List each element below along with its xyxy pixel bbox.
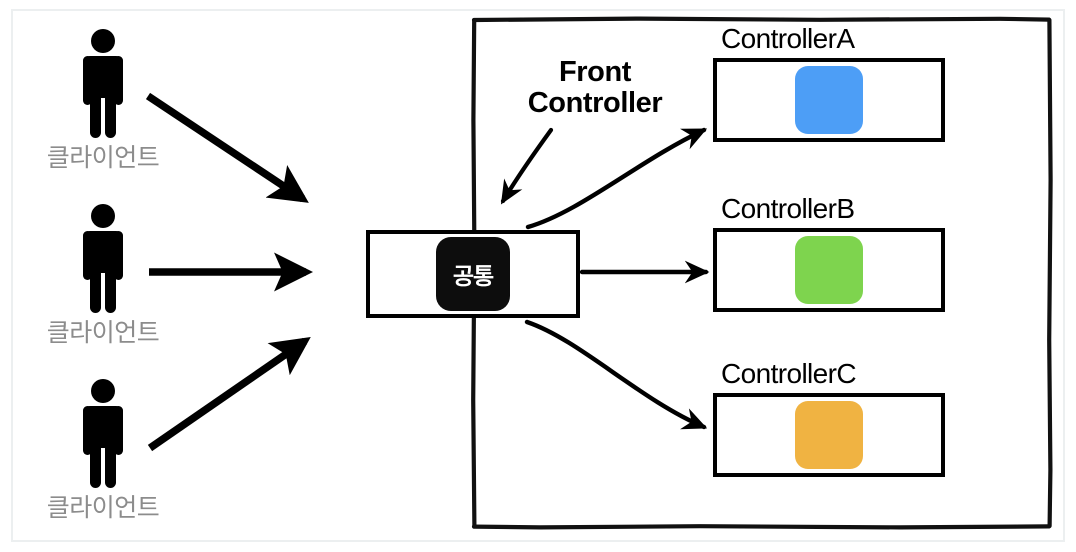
client-3: 클라이언트 <box>18 378 188 520</box>
client3-to-common-arrow <box>147 337 311 452</box>
controller-c: ControllerC <box>713 360 945 477</box>
controller-b-chip <box>795 236 863 304</box>
client-label: 클라이언트 <box>46 143 160 172</box>
client-2: 클라이언트 <box>18 203 188 345</box>
controller-a: ControllerA <box>713 25 945 142</box>
common-to-controllerC-arrow <box>524 319 708 430</box>
front-controller-label: Front Controller <box>500 56 690 120</box>
common-box[interactable]: 공통 <box>366 230 580 318</box>
client-label: 클라이언트 <box>46 318 160 347</box>
front-controller-label-line2: Controller <box>527 87 663 120</box>
controller-b-title: ControllerB <box>721 193 855 224</box>
front-controller-pointer-arrow <box>500 127 554 205</box>
front-controller-label-line1: Front <box>558 56 632 88</box>
person-icon <box>83 379 123 488</box>
controller-c-box[interactable] <box>713 393 945 477</box>
client1-to-common-arrow <box>145 92 309 203</box>
controller-c-chip <box>795 401 863 469</box>
person-icon <box>83 204 123 313</box>
front-controller-container-border <box>471 16 1053 530</box>
controller-a-title: ControllerA <box>721 23 855 54</box>
common-to-controllerA-arrow <box>525 127 708 230</box>
controller-b-box[interactable] <box>713 228 945 312</box>
client-label: 클라이언트 <box>46 493 160 522</box>
controller-a-box[interactable] <box>713 58 945 142</box>
client-1: 클라이언트 <box>18 28 188 170</box>
person-icon <box>83 29 123 138</box>
common-chip: 공통 <box>436 237 510 311</box>
controller-b: ControllerB <box>713 195 945 312</box>
controller-a-chip <box>795 66 863 134</box>
controller-c-title: ControllerC <box>721 358 857 389</box>
